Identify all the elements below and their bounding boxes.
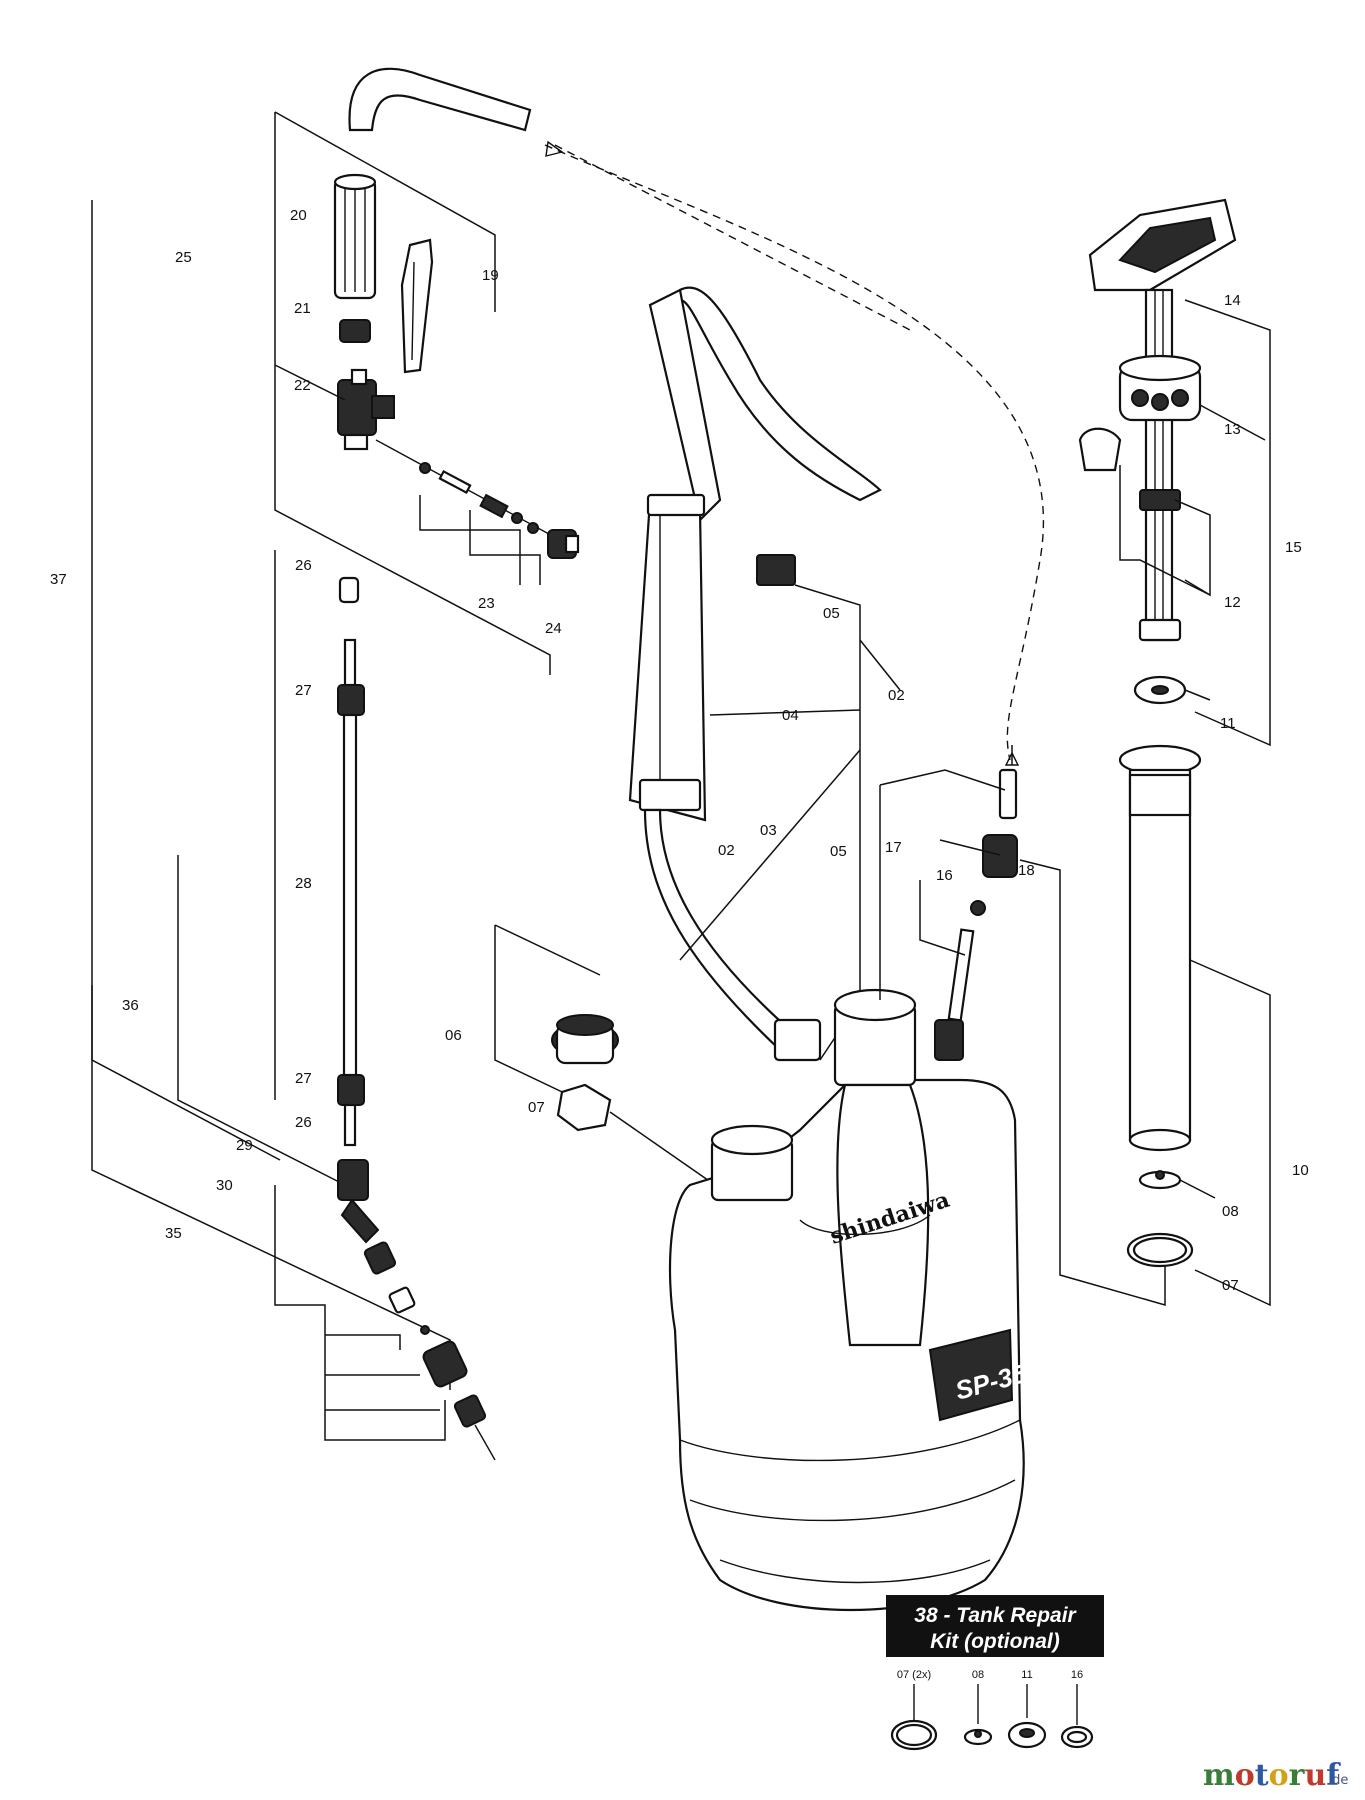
callout-22: 22 bbox=[294, 377, 311, 394]
callout-26-lower: 26 bbox=[295, 1114, 312, 1131]
callout-26-upper: 26 bbox=[295, 557, 312, 574]
strap-assembly bbox=[628, 286, 882, 1062]
callout-20: 20 bbox=[290, 207, 307, 224]
tank-body: shindaiwa SP-350 bbox=[668, 988, 1044, 1611]
callout-10: 10 bbox=[1292, 1162, 1309, 1179]
check-valve-08 bbox=[1138, 1170, 1182, 1190]
callout-21: 21 bbox=[294, 300, 311, 317]
callout-07-pump: 07 bbox=[1222, 1277, 1239, 1294]
pump-bracket-lines bbox=[1119, 299, 1271, 1307]
cap-24 bbox=[547, 529, 580, 559]
callout-04: 04 bbox=[782, 707, 799, 724]
watermark-letter: o bbox=[1269, 1758, 1289, 1793]
callout-14: 14 bbox=[1224, 292, 1241, 309]
callout-23: 23 bbox=[478, 595, 495, 612]
watermark: motoruf .de bbox=[1203, 1758, 1348, 1793]
elbow-29 bbox=[337, 1159, 380, 1244]
grip-handle-20 bbox=[333, 173, 377, 300]
callout-27-lower: 27 bbox=[295, 1070, 312, 1087]
watermark-letter: t bbox=[1255, 1758, 1269, 1793]
repair-kit-title-box bbox=[886, 1595, 1104, 1657]
callout-30: 30 bbox=[216, 1177, 233, 1194]
repair-kit: 38 - Tank Repair Kit (optional) 07 (2x) … bbox=[886, 1595, 1104, 1751]
wand-tube-28 bbox=[337, 638, 365, 1147]
clip-12 bbox=[1078, 427, 1182, 642]
repair-kit-title-line2: Kit (optional) bbox=[930, 1630, 1059, 1653]
watermark-letter: m bbox=[1203, 1758, 1235, 1793]
pump-cylinder-10 bbox=[1118, 744, 1202, 1152]
callout-13: 13 bbox=[1224, 421, 1241, 438]
callout-labels: 02 03 04 05 05 02 06 07 07 08 10 11 12 1… bbox=[50, 207, 1309, 1294]
discharge-fitting bbox=[879, 745, 1166, 1306]
hose-top bbox=[348, 67, 1044, 761]
callout-37: 37 bbox=[50, 571, 67, 588]
valve-parts-23 bbox=[375, 439, 561, 541]
watermark-letter: r bbox=[1289, 1758, 1306, 1793]
callout-18: 18 bbox=[1018, 862, 1035, 879]
repair-kit-title-line1: 38 - Tank Repair bbox=[914, 1604, 1077, 1627]
repair-kit-item-label: 07 (2x) bbox=[897, 1669, 931, 1681]
fitting-26-upper bbox=[338, 576, 360, 604]
repair-kit-item-label: 16 bbox=[1071, 1669, 1083, 1681]
callout-07-cap: 07 bbox=[528, 1099, 545, 1116]
callout-25: 25 bbox=[175, 249, 192, 266]
watermark-letter: o bbox=[1235, 1758, 1255, 1793]
watermark-text: motoruf bbox=[1203, 1758, 1341, 1793]
valve-body-22 bbox=[337, 368, 395, 451]
pump-rod bbox=[1144, 288, 1174, 642]
callout-36: 36 bbox=[122, 997, 139, 1014]
watermark-letter: f bbox=[1326, 1758, 1341, 1793]
filter-cap-06 bbox=[494, 924, 716, 1186]
watermark-letter: u bbox=[1304, 1758, 1326, 1793]
pump-handle-14 bbox=[1088, 198, 1237, 292]
cap-nut-13 bbox=[1118, 354, 1202, 422]
callout-29: 29 bbox=[236, 1137, 253, 1154]
washer-11 bbox=[1133, 675, 1187, 705]
callout-27-upper: 27 bbox=[295, 682, 312, 699]
callout-12: 12 bbox=[1224, 594, 1241, 611]
callout-16: 16 bbox=[936, 867, 953, 884]
trigger-lever-19 bbox=[400, 238, 434, 374]
callout-05-lower: 05 bbox=[830, 843, 847, 860]
callout-06: 06 bbox=[445, 1027, 462, 1044]
o-ring-07 bbox=[1126, 1232, 1194, 1268]
callout-03: 03 bbox=[760, 822, 777, 839]
callout-15: 15 bbox=[1285, 539, 1302, 556]
watermark-suffix: .de bbox=[1328, 1773, 1348, 1788]
callout-19: 19 bbox=[482, 267, 499, 284]
callout-28: 28 bbox=[295, 875, 312, 892]
nozzle-assembly-30 bbox=[363, 1241, 496, 1461]
callout-17: 17 bbox=[885, 839, 902, 856]
callout-02-right: 02 bbox=[888, 687, 905, 704]
repair-kit-item-label: 08 bbox=[972, 1669, 984, 1681]
callout-24: 24 bbox=[545, 620, 562, 637]
repair-kit-item-label: 11 bbox=[1021, 1669, 1032, 1681]
callout-08: 08 bbox=[1222, 1203, 1239, 1220]
nut-21 bbox=[339, 319, 371, 343]
callout-05-upper: 05 bbox=[823, 605, 840, 622]
callout-35: 35 bbox=[165, 1225, 182, 1242]
callout-02: 02 bbox=[718, 842, 735, 859]
strap-leaders bbox=[679, 584, 901, 1061]
nozzle-bracket-35 bbox=[274, 1185, 446, 1441]
callout-11: 11 bbox=[1220, 715, 1236, 732]
wand-bracket-lines bbox=[91, 111, 551, 1390]
